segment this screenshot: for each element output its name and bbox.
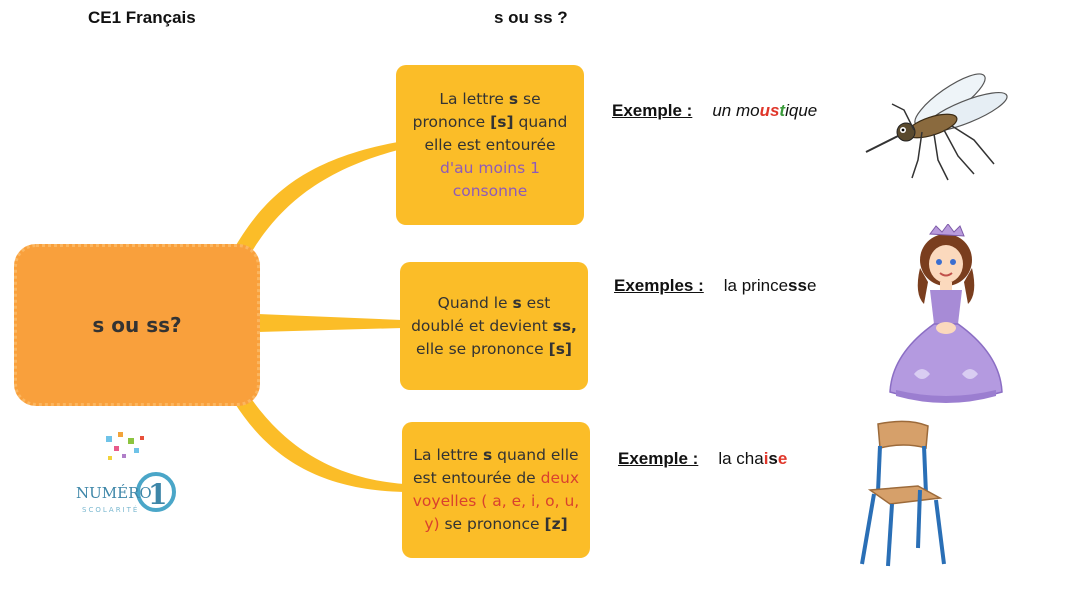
rule-box-3: La lettre s quand elle est entourée de d…: [402, 422, 590, 558]
rule-2-text: Quand le s est doublé et devient ss, ell…: [411, 293, 577, 358]
rule-1-text: La lettre s se prononce [s] quand elle e…: [412, 89, 568, 200]
svg-text:1: 1: [148, 478, 167, 511]
header-topic: s ou ss ?: [494, 8, 568, 27]
header-title: CE1 Français: [88, 8, 196, 27]
connector-2: [258, 314, 402, 332]
connector-3: [234, 394, 404, 492]
svg-text:NUMÉRO: NUMÉRO: [76, 484, 152, 502]
svg-text:SCOLARITÉ: SCOLARITÉ: [82, 505, 139, 514]
chair-icon: [860, 420, 946, 567]
example-3: Exemple : la chaise: [618, 449, 787, 469]
center-node-label: s ou ss?: [92, 313, 182, 337]
numero1-scolarite-logo: NUMÉRO 1 SCOLARITÉ: [76, 432, 176, 514]
example-2: Exemples : la princesse: [614, 276, 816, 296]
center-node: s ou ss?: [14, 244, 260, 406]
princess-icon: [889, 224, 1003, 403]
rule-3-text: La lettre s quand elle est entourée de d…: [412, 446, 580, 533]
rule-box-2: Quand le s est doublé et devient ss, ell…: [400, 262, 588, 390]
rule-box-1: La lettre s se prononce [s] quand elle e…: [396, 65, 584, 225]
connector-1: [232, 142, 398, 258]
example-2-word: la princesse: [723, 276, 817, 295]
mosquito-icon: [865, 73, 1008, 181]
example-1-label: Exemple :: [612, 101, 693, 120]
example-3-word: la chaise: [718, 449, 788, 468]
example-1-word: un moustique: [712, 101, 818, 120]
example-1: Exemple : un moustique: [612, 101, 817, 121]
example-3-label: Exemple :: [618, 449, 699, 468]
example-2-label: Exemples :: [614, 276, 704, 295]
